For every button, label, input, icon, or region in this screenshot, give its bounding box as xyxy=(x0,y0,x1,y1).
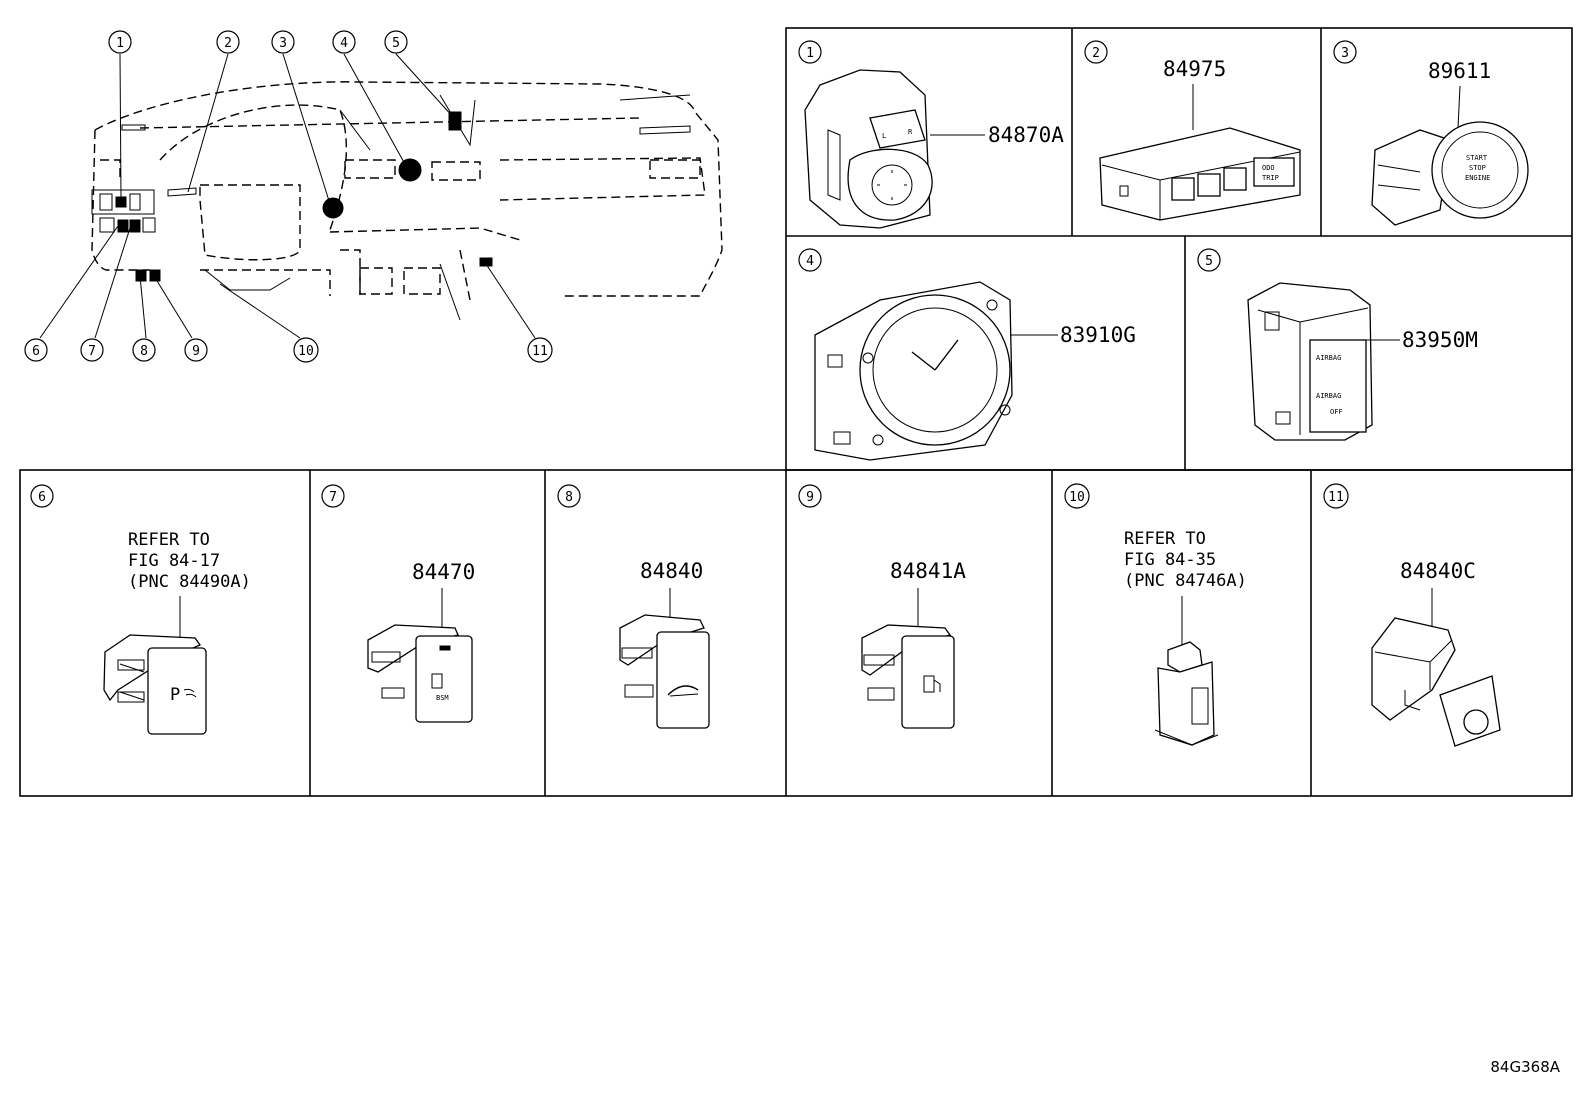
part-number-84975: 84975 xyxy=(1163,57,1226,81)
fuel-door-switch-drawing xyxy=(861,624,955,729)
figure-code: 84G368A xyxy=(1490,1058,1560,1076)
callout-7: 7 xyxy=(88,344,96,359)
dial-switch-drawing xyxy=(1371,617,1501,747)
airbag-off-label: OFF xyxy=(1330,408,1343,416)
panel-7-number: 7 xyxy=(329,490,337,505)
panel-9: 9 84841A xyxy=(798,484,966,729)
airbag-label-2: AIRBAG xyxy=(1316,392,1341,400)
panel-10-ref-line-2: FIG 84-35 xyxy=(1124,550,1216,570)
callout-9: 9 xyxy=(192,344,200,359)
part-number-84841A: 84841A xyxy=(890,559,966,583)
callout-11: 11 xyxy=(532,344,548,359)
panel-8-number: 8 xyxy=(565,490,573,505)
bsm-switch-drawing: BSM xyxy=(367,624,473,723)
part-number-84840: 84840 xyxy=(640,559,703,583)
panel-6: 6 REFER TO FIG 84-17 (PNC 84490A) P xyxy=(30,484,251,735)
engine-label: ENGINE xyxy=(1465,174,1490,182)
panel-6-ref-line-2: FIG 84-17 xyxy=(128,551,220,571)
engine-start-button-drawing: START STOP ENGINE xyxy=(1371,121,1529,226)
panel-10-ref-line-3: (PNC 84746A) xyxy=(1124,571,1247,591)
callout-8: 8 xyxy=(140,344,148,359)
panel-10: 10 REFER TO FIG 84-35 (PNC 84746A) xyxy=(1064,483,1247,746)
panel-11-number: 11 xyxy=(1328,490,1344,505)
part-number-84870A: 84870A xyxy=(988,123,1064,147)
trip-label: TRIP xyxy=(1262,174,1279,182)
overview-callouts: 1 2 3 4 5 6 7 8 9 10 11 xyxy=(24,30,553,363)
odo-trip-switch-drawing: ODO TRIP xyxy=(1099,127,1301,221)
svg-text:P: P xyxy=(170,685,180,705)
panel-6-ref-line-3: (PNC 84490A) xyxy=(128,572,251,592)
panel-3: 3 89611 START STOP ENGINE xyxy=(1333,40,1529,226)
part-number-84470: 84470 xyxy=(412,560,475,584)
bsm-label: BSM xyxy=(436,694,449,702)
svg-text:L: L xyxy=(882,132,886,140)
panel-grid xyxy=(19,27,1573,797)
panel-3-number: 3 xyxy=(1341,46,1349,61)
callout-2: 2 xyxy=(224,36,232,51)
panel-1-number: 1 xyxy=(806,46,814,61)
clock-drawing xyxy=(814,281,1013,461)
panel-10-ref-line-1: REFER TO xyxy=(1124,529,1206,549)
panel-5: 5 AIRBAG AIRBAG OFF 83950M xyxy=(1197,248,1478,441)
usb-connector-drawing xyxy=(1154,641,1219,746)
part-number-89611: 89611 xyxy=(1428,59,1491,83)
callout-6: 6 xyxy=(32,344,40,359)
panel-8: 8 84840 xyxy=(557,484,710,729)
panel-4: 4 83910G xyxy=(798,248,1136,461)
panel-10-number: 10 xyxy=(1069,490,1085,505)
part-number-83950M: 83950M xyxy=(1402,328,1478,352)
panel-11: 11 84840C xyxy=(1323,483,1501,747)
panel-5-number: 5 xyxy=(1205,254,1213,269)
panel-7: 7 84470 BSM xyxy=(321,484,475,723)
panel-4-number: 4 xyxy=(806,254,814,269)
callout-3: 3 xyxy=(279,36,287,51)
callout-4: 4 xyxy=(340,36,348,51)
airbag-label-1: AIRBAG xyxy=(1316,354,1341,362)
panel-6-ref-line-1: REFER TO xyxy=(128,530,210,550)
trunk-opener-switch-drawing xyxy=(619,614,710,729)
callout-5: 5 xyxy=(392,36,400,51)
panel-6-number: 6 xyxy=(38,490,46,505)
callout-1: 1 xyxy=(116,36,124,51)
panel-9-number: 9 xyxy=(806,490,814,505)
start-label: START xyxy=(1466,154,1488,162)
part-number-84840C: 84840C xyxy=(1400,559,1476,583)
odo-label: ODO xyxy=(1262,164,1275,172)
part-number-83910G: 83910G xyxy=(1060,323,1136,347)
panel-2: 2 84975 ODO TRIP xyxy=(1084,40,1301,221)
parking-sensor-switch-drawing: P xyxy=(103,634,207,735)
dashboard-overview: 1 2 3 4 5 6 7 8 9 10 11 xyxy=(24,30,723,363)
panel-2-number: 2 xyxy=(1092,46,1100,61)
svg-text:R: R xyxy=(908,128,913,136)
airbag-indicator-drawing: AIRBAG AIRBAG OFF xyxy=(1247,282,1373,441)
callout-10: 10 xyxy=(298,344,314,359)
stop-label: STOP xyxy=(1469,164,1486,172)
